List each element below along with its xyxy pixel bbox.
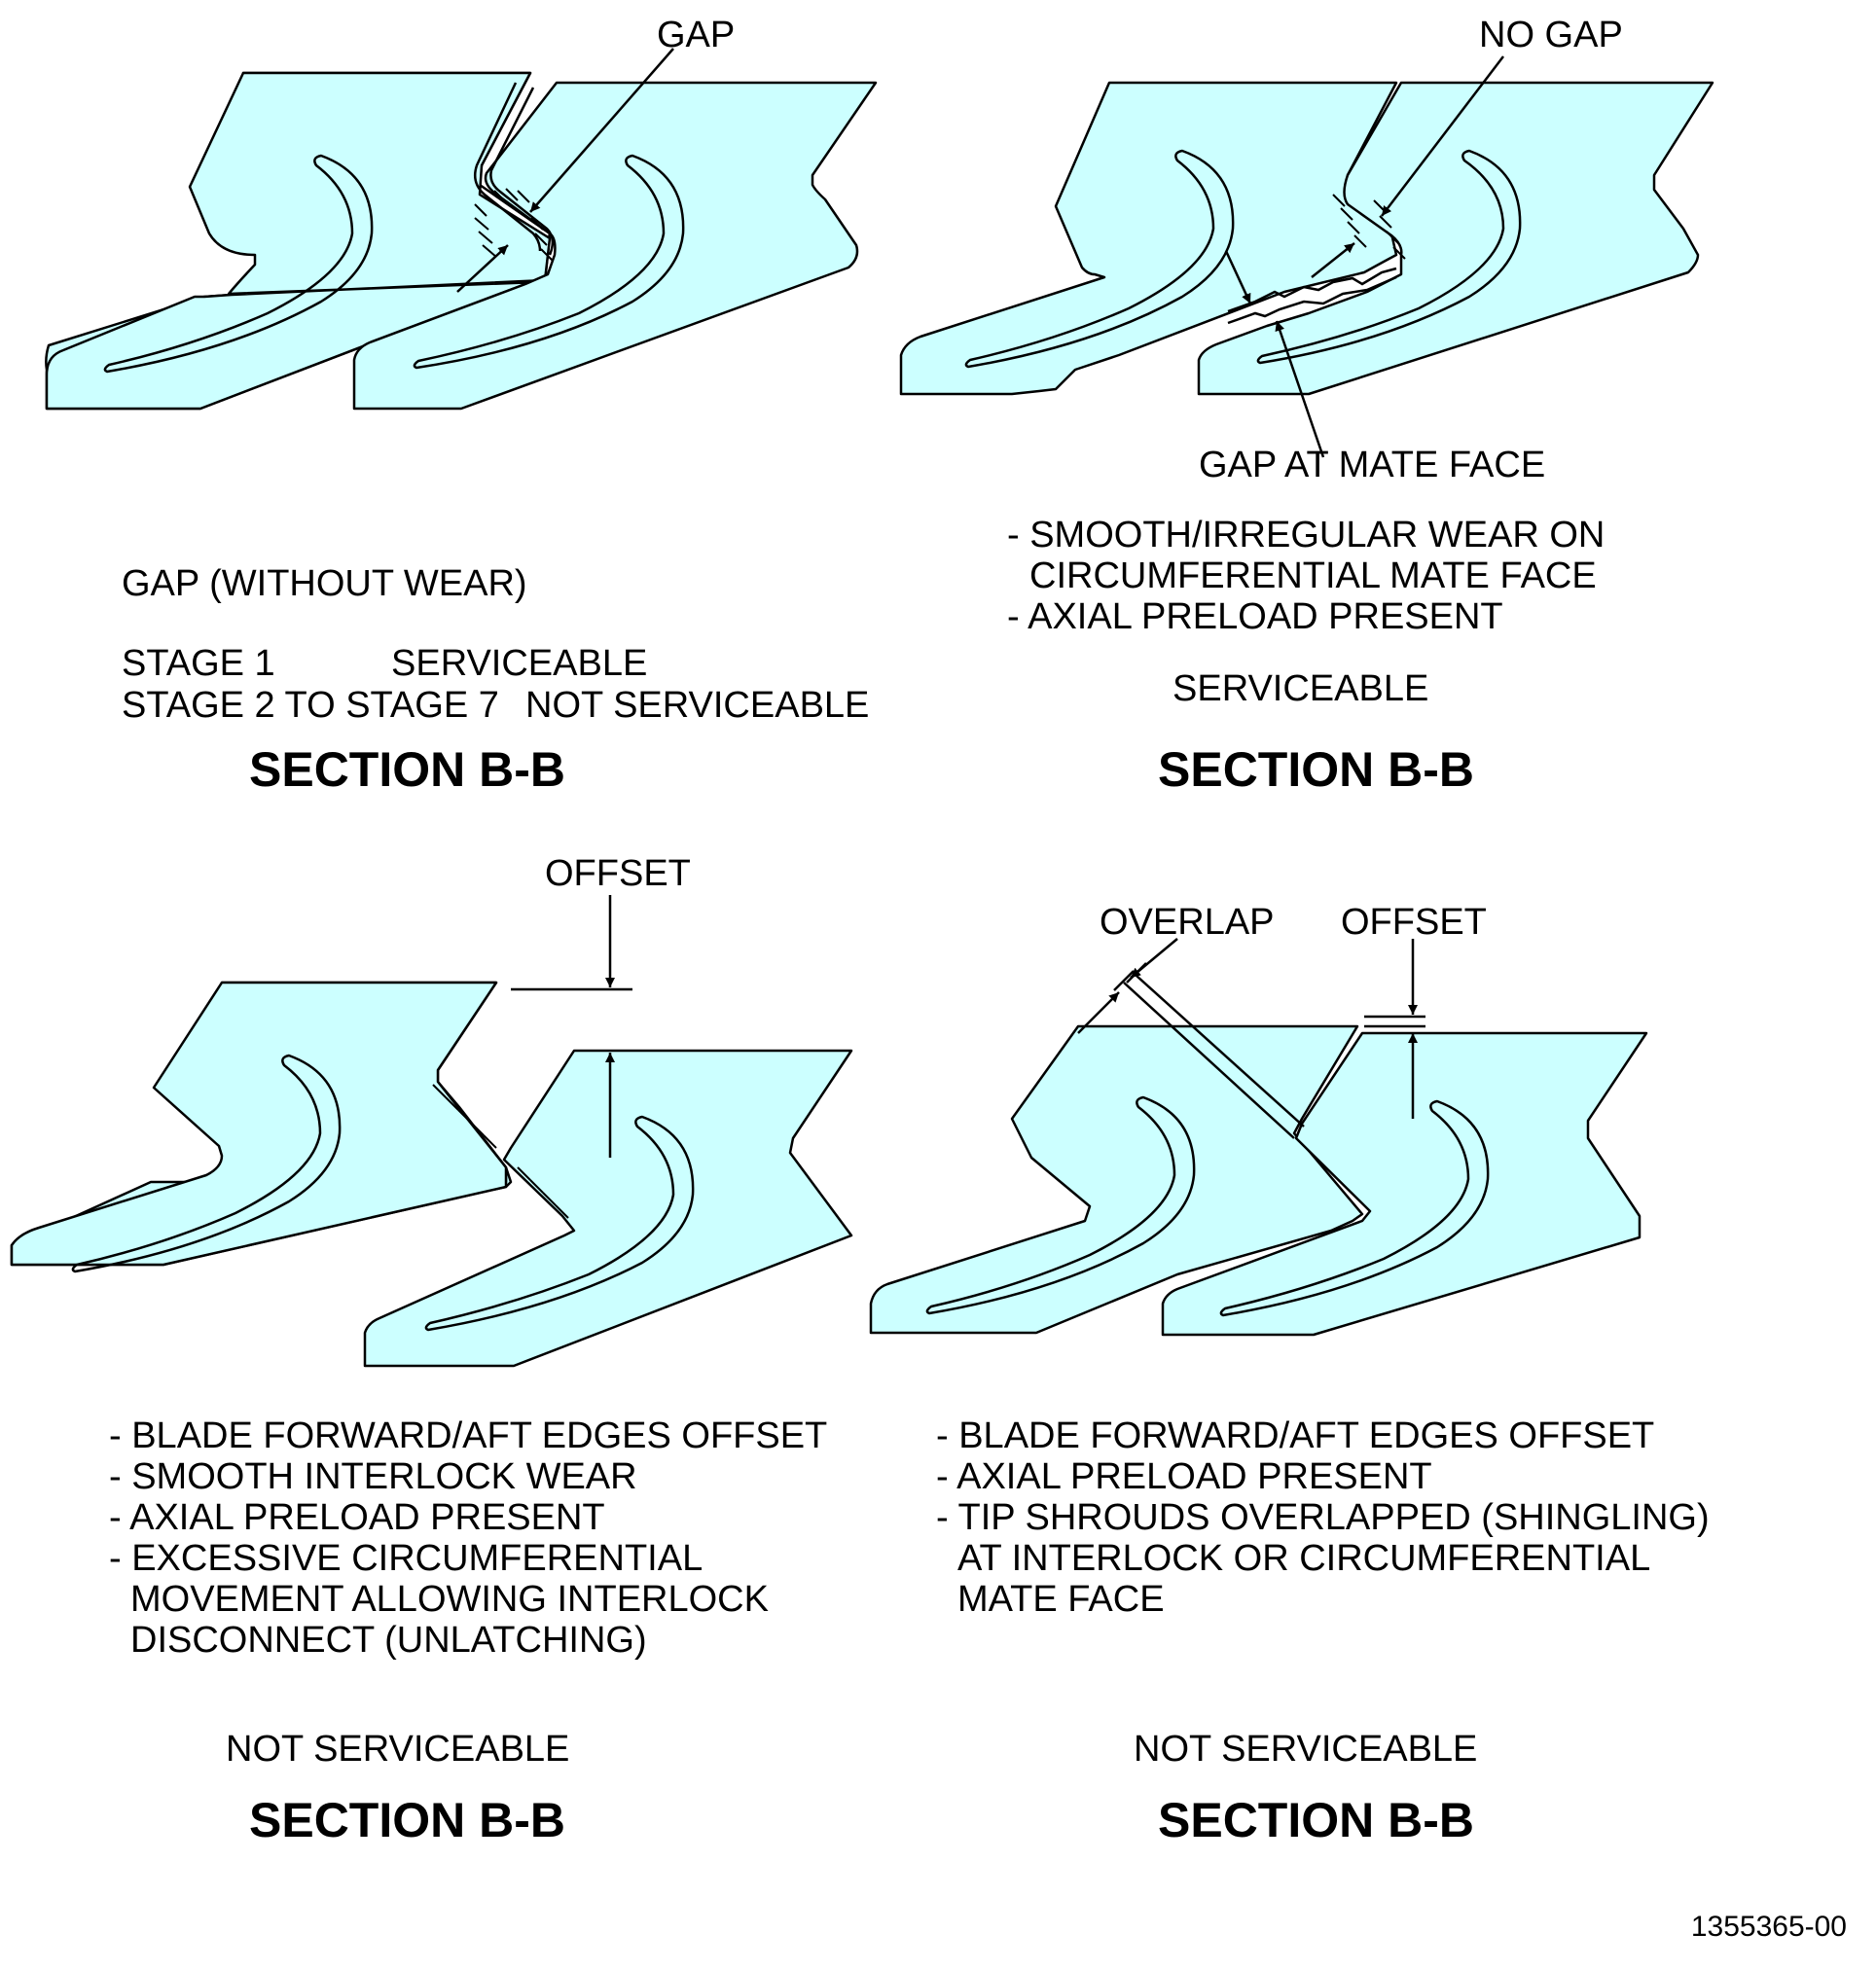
note-line: - BLADE FORWARD/AFT EDGES OFFSET [109,1415,827,1456]
figure-id: 1355365-00 [1691,1911,1847,1943]
panel-bottom-right [869,938,1648,1337]
panel-top-left [45,48,878,411]
worn-mate-face-lower [1227,275,1397,325]
offset-callout: OFFSET [545,853,691,894]
note-line: - TIP SHROUDS OVERLAPPED (SHINGLING) [936,1497,1710,1538]
right-blade-shroud [363,1049,853,1368]
no-gap-leader-arrow [1381,55,1504,217]
status-label: NOT SERVICEABLE [1134,1729,1477,1770]
left-blade-shroud [869,1024,1364,1335]
note-line: - EXCESSIVE CIRCUMFERENTIAL [109,1538,703,1579]
note-line: DISCONNECT (UNLATCHING) [130,1620,647,1661]
left-airfoil [964,149,1235,369]
note-line: AT INTERLOCK OR CIRCUMFERENTIAL [957,1538,1650,1579]
stage-label: STAGE 1 [122,643,275,684]
note-line: MATE FACE [957,1579,1165,1620]
gap-channel [474,82,542,252]
mate-face-arrow-top [1224,250,1252,304]
right-blade-shroud [1161,1031,1648,1337]
note-line: MOVEMENT ALLOWING INTERLOCK [130,1579,769,1620]
overlap-edge [1123,982,1295,1139]
overlap-arrow-down [1130,938,1178,979]
section-title: SECTION B-B [249,1793,565,1847]
mate-face-leader-arrow [1275,320,1325,458]
status-label: SERVICEABLE [1172,668,1428,709]
overlap-edge-inner [1136,975,1305,1128]
overlap-arrow-up [1077,991,1120,1034]
stage-label: STAGE 2 TO STAGE 7 [122,685,499,726]
overlap-tick-a [1113,970,1135,991]
right-airfoil [413,154,685,370]
note-line: CIRCUMFERENTIAL MATE FACE [1029,555,1597,596]
note-line: - AXIAL PRELOAD PRESENT [936,1456,1432,1497]
section-title: SECTION B-B [249,742,565,797]
gap-channel-edge [489,87,555,256]
panel-bottom-left [10,895,853,1368]
status-label: NOT SERVICEABLE [226,1729,569,1770]
right-blade-shroud [1197,81,1714,396]
note-line: - BLADE FORWARD/AFT EDGES OFFSET [936,1415,1654,1456]
note-line: - SMOOTH INTERLOCK WEAR [109,1456,637,1497]
section-title: SECTION B-B [1158,1793,1474,1847]
overlap-callout: OVERLAP [1100,902,1275,943]
left-airfoil [71,1054,342,1273]
gap-at-mate-face-callout: GAP AT MATE FACE [1199,445,1545,485]
right-blade-shroud [352,81,878,411]
right-airfoil [1256,149,1522,365]
note-line: - AXIAL PRELOAD PRESENT [1007,596,1503,637]
right-airfoil [424,1115,695,1332]
worn-mate-face [1227,267,1397,313]
gap-callout: GAP [657,15,735,55]
gap-opposing-arrow [456,244,509,293]
gap-leader-arrow [529,48,674,213]
stage-status: SERVICEABLE [391,643,647,684]
left-airfoil [925,1095,1196,1315]
no-gap-callout: NO GAP [1479,15,1623,55]
left-blade-shroud-body [10,981,508,1267]
note-line: - AXIAL PRELOAD PRESENT [109,1497,605,1538]
interlock-hatching [474,188,554,262]
stage-status: NOT SERVICEABLE [525,685,869,726]
section-title: SECTION B-B [1158,742,1474,797]
panel-top-right [899,55,1714,458]
interlock-hatching [1332,194,1406,260]
right-airfoil [1219,1099,1490,1317]
offset-callout: OFFSET [1341,902,1487,943]
left-airfoil [103,154,374,374]
note-line: GAP (WITHOUT WEAR) [122,563,527,604]
note-line: - SMOOTH/IRREGULAR WEAR ON [1007,515,1605,555]
interlock-hatching [432,1084,569,1219]
no-gap-opposing-arrow [1311,242,1355,278]
